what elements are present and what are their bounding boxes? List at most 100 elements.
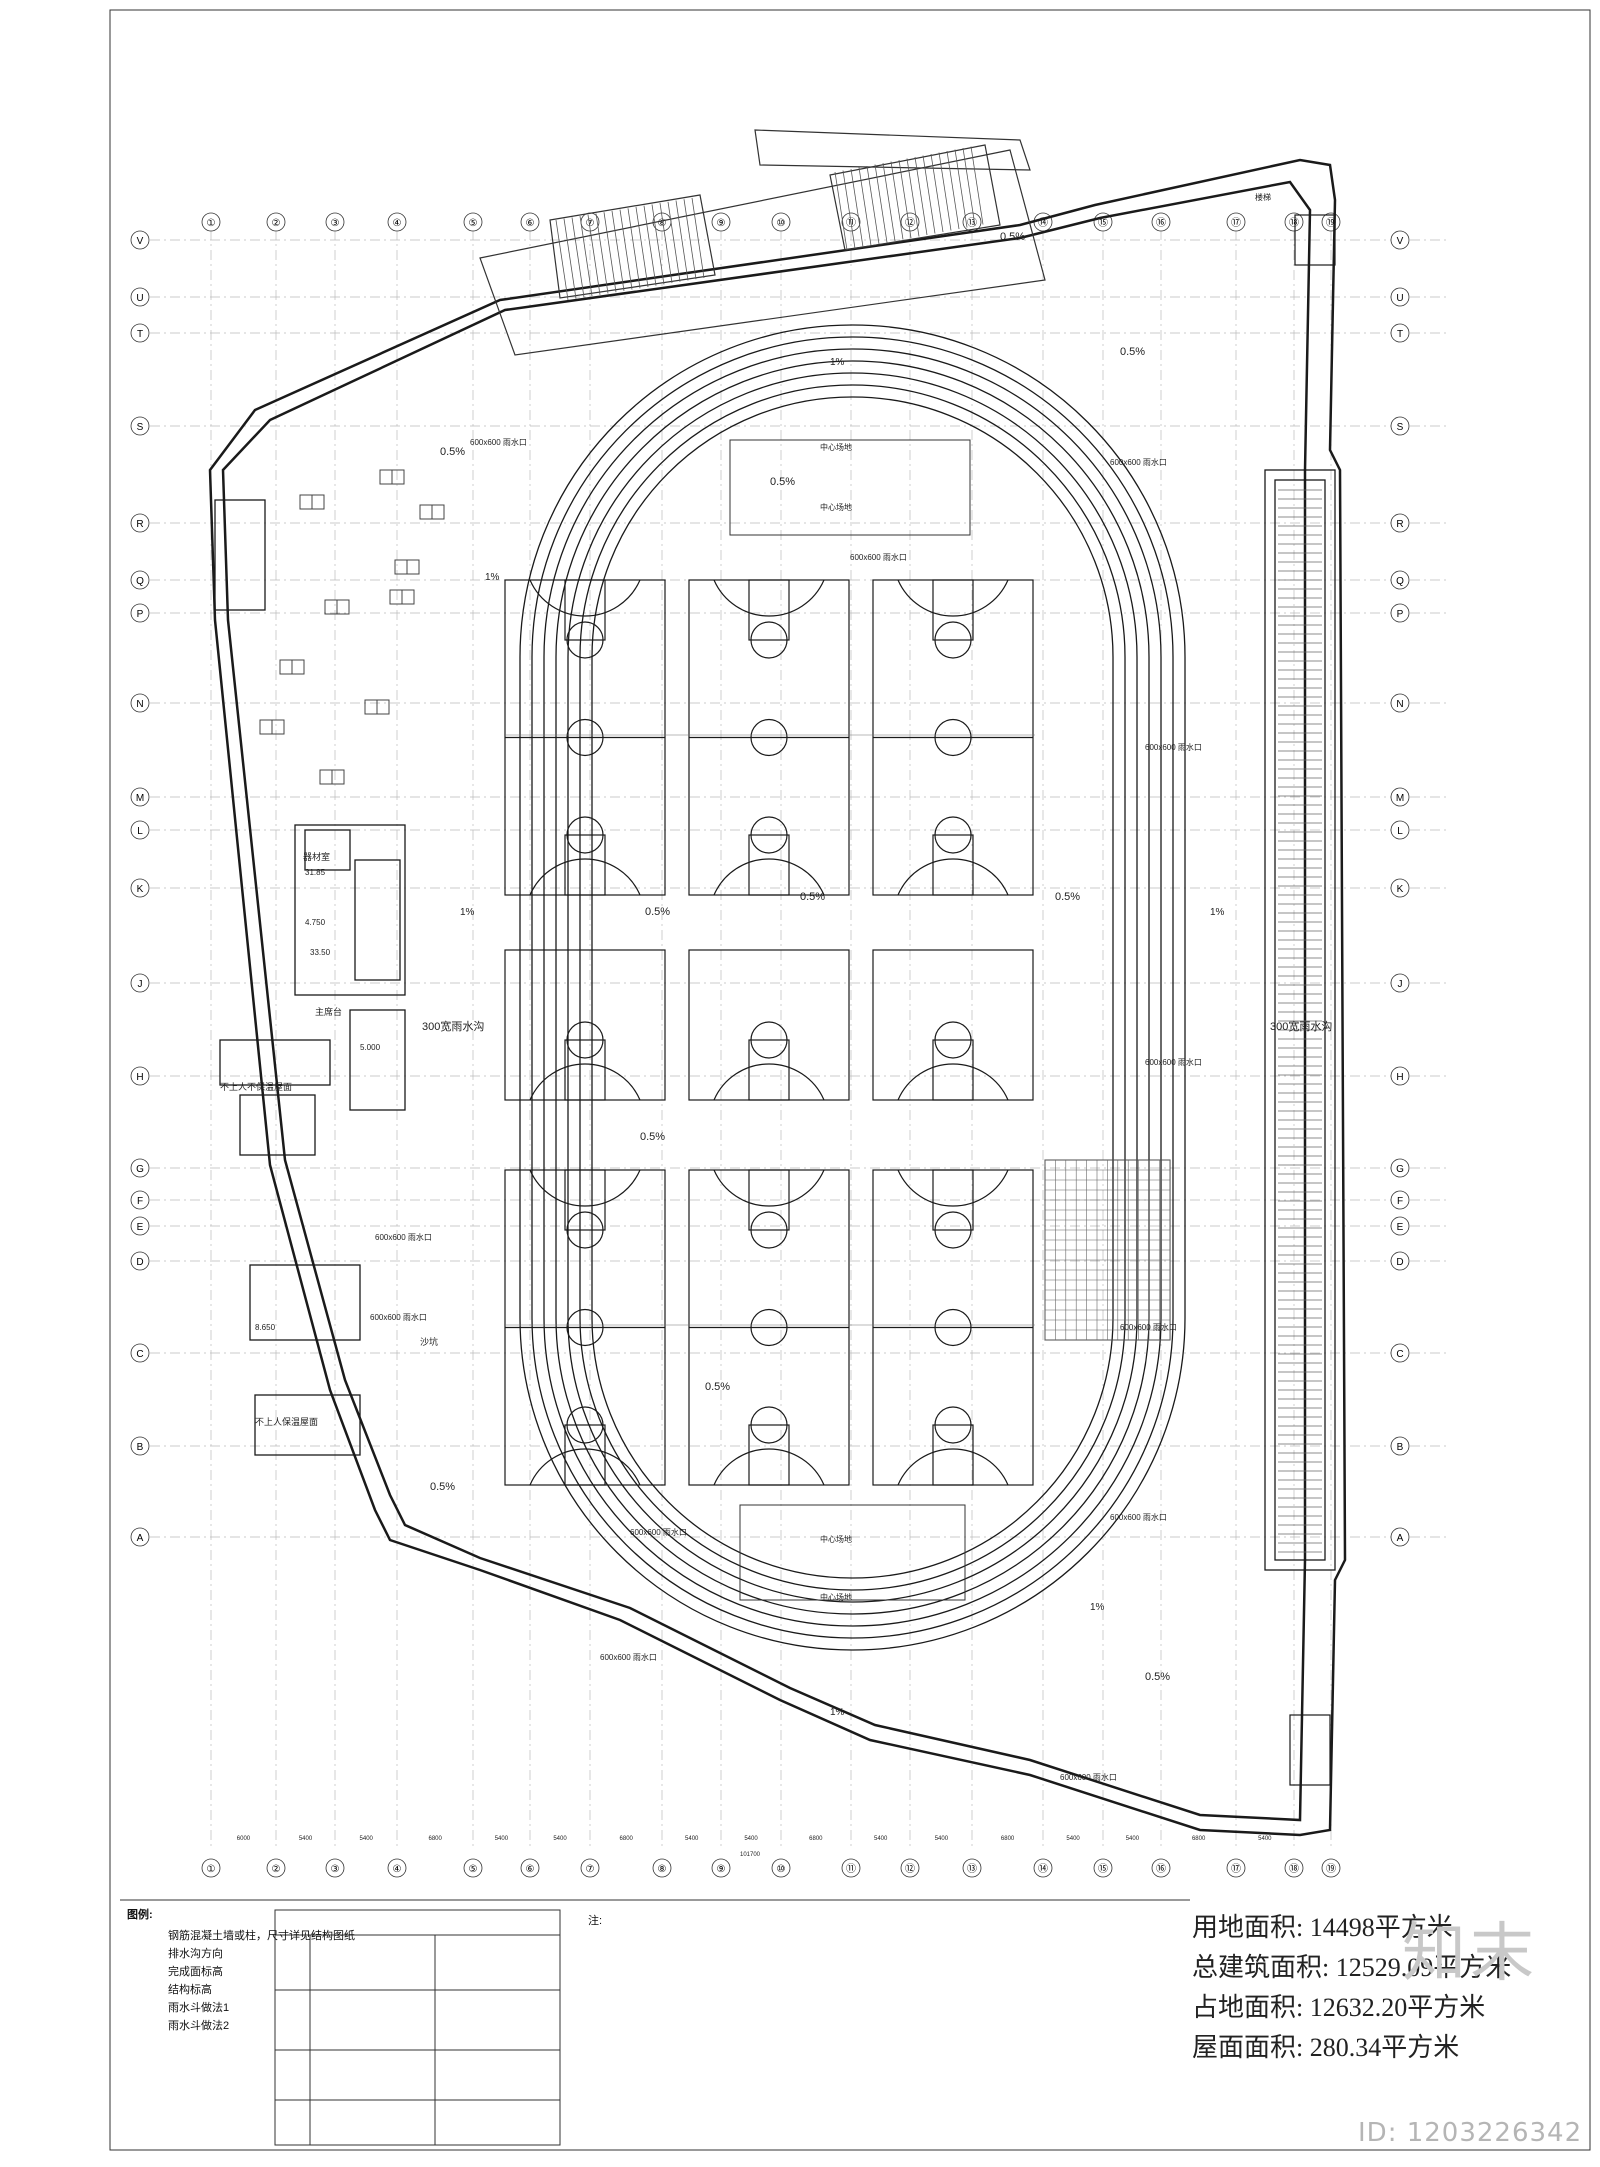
row-axis-label: B xyxy=(137,1442,144,1453)
column-axis-label: ⑲ xyxy=(1326,217,1336,229)
site-area: 用地面积: 14498平方米 xyxy=(1192,1913,1453,1942)
plan-label: 300宽雨水沟 xyxy=(1270,1019,1332,1033)
stand-seating-hatch xyxy=(555,146,984,301)
plan-label: 600x600 雨水口 xyxy=(1060,1772,1117,1782)
plan-label: 600x600 雨水口 xyxy=(630,1527,687,1537)
row-axis-label: V xyxy=(1397,236,1404,247)
column-axis-label: ⑮ xyxy=(1098,217,1108,229)
plan-label: 600x600 雨水口 xyxy=(600,1652,657,1662)
row-axis-label: U xyxy=(136,293,143,304)
dimension-value: 5400 xyxy=(495,1836,509,1842)
dimension-value: 6800 xyxy=(1001,1836,1015,1842)
plan-label: 600x600 雨水口 xyxy=(375,1232,432,1242)
dimension-value: 6800 xyxy=(620,1836,634,1842)
court-outline xyxy=(872,949,1034,1101)
north-stands xyxy=(479,129,1046,356)
column-axis-label: ⑬ xyxy=(967,217,977,229)
dimension-value: 5400 xyxy=(1126,1836,1140,1842)
column-axis-label: ② xyxy=(272,218,281,229)
plan-label: 中心场地 xyxy=(820,1592,852,1602)
column-axis-label: ⑯ xyxy=(1156,1863,1166,1875)
row-axis-label: Q xyxy=(1396,576,1404,587)
dimension-value: 6000 xyxy=(237,1836,251,1842)
brand-id: ID: 1203226342 xyxy=(1358,2118,1583,2148)
row-axis-label: G xyxy=(136,1164,144,1175)
plan-label: 0.5% xyxy=(645,906,670,918)
plan-label: 1% xyxy=(485,572,500,583)
plan-label: 0.5% xyxy=(1000,231,1025,243)
plan-label: 5.000 xyxy=(360,1043,381,1052)
axis-bubbles: ①①②②③③④④⑤⑤⑥⑥⑦⑦⑧⑧⑨⑨⑩⑩⑪⑪⑫⑫⑬⑬⑭⑭⑮⑮⑯⑯⑰⑰⑱⑱⑲⑲VV… xyxy=(130,212,1410,1878)
plan-label: 1% xyxy=(830,357,845,368)
plan-label: 1% xyxy=(1210,907,1225,918)
column-axis-label: ③ xyxy=(331,218,340,229)
row-axis-label: J xyxy=(138,979,143,990)
plan-label: 300宽雨水沟 xyxy=(422,1019,484,1033)
column-axis-label: ⑩ xyxy=(777,1864,786,1875)
plan-label: 中心场地 xyxy=(820,442,852,452)
row-axis-label: C xyxy=(1396,1349,1403,1360)
corner-stairs xyxy=(1289,214,1336,1786)
west-tables xyxy=(259,469,445,785)
east-stand-seating xyxy=(1278,489,1322,1553)
column-axis-label: ⑥ xyxy=(526,218,535,229)
row-axis-label: M xyxy=(1396,793,1404,804)
plan-label: 600x600 雨水口 xyxy=(1120,1322,1177,1332)
row-axis-label: B xyxy=(1397,1442,1404,1453)
row-axis-label: N xyxy=(136,699,143,710)
row-axis-label: L xyxy=(137,826,143,837)
row-axis-label: P xyxy=(137,609,144,620)
dimension-value: 5400 xyxy=(360,1836,374,1842)
column-axis-label: ⑫ xyxy=(905,217,915,229)
column-axis-label: ⑱ xyxy=(1289,1863,1299,1875)
row-axis-label: E xyxy=(1397,1222,1404,1233)
plan-label: 600x600 雨水口 xyxy=(1145,742,1202,752)
plan-label: 主席台 xyxy=(315,1006,342,1017)
column-axis-label: ⑫ xyxy=(905,1863,915,1875)
dimension-value: 6800 xyxy=(1192,1836,1206,1842)
building-outline xyxy=(208,158,1347,1837)
plan-label: 4.750 xyxy=(305,918,326,927)
plan-labels: 0.5%0.5%0.5%0.5%0.5%0.5%0.5%0.5%0.5%0.5%… xyxy=(220,192,1332,1782)
court-outline xyxy=(688,949,850,1101)
column-axis-label: ⑦ xyxy=(586,218,595,229)
column-axis-label: ⑧ xyxy=(658,1864,667,1875)
legend-item: 完成面标高 xyxy=(168,1966,223,1978)
legend-item: 雨水斗做法2 xyxy=(168,2020,230,2032)
column-axis-label: ② xyxy=(272,1864,281,1875)
dimension-value: 5400 xyxy=(1258,1836,1272,1842)
footprint-area: 占地面积: 12632.20平方米 xyxy=(1192,1993,1486,2022)
column-axis-label: ⑭ xyxy=(1038,217,1048,229)
plan-label: 31.85 xyxy=(305,868,326,877)
column-axis-label: ⑲ xyxy=(1326,1863,1336,1875)
column-axis-label: ⑱ xyxy=(1289,217,1299,229)
plan-label: 不上人保温屋面 xyxy=(255,1416,318,1427)
row-axis-label: U xyxy=(1396,293,1403,304)
plan-label: 0.5% xyxy=(1120,346,1145,358)
notes-title: 注: xyxy=(588,1915,603,1927)
plan-label: 8.650 xyxy=(255,1323,276,1332)
row-axis-label: F xyxy=(1397,1196,1403,1207)
dimension-value: 6800 xyxy=(809,1836,823,1842)
column-axis-label: ① xyxy=(207,1864,216,1875)
row-axis-label: H xyxy=(1396,1072,1403,1083)
plan-label: 600x600 雨水口 xyxy=(1110,457,1167,467)
plan-label: 0.5% xyxy=(770,476,795,488)
column-axis-label: ⑤ xyxy=(469,218,478,229)
column-axis-label: ⑮ xyxy=(1098,1863,1108,1875)
column-axis-label: ④ xyxy=(393,218,402,229)
legend-item: 钢筋混凝土墙或柱，尺寸详见结构图纸 xyxy=(168,1930,355,1942)
row-axis-label: L xyxy=(1397,826,1403,837)
east-stand xyxy=(1264,469,1336,1571)
legend-title: 图例: xyxy=(127,1909,153,1921)
plan-label: 不上人不保温屋面 xyxy=(220,1081,292,1092)
row-axis-label: D xyxy=(136,1257,143,1268)
plan-label: 0.5% xyxy=(1145,1671,1170,1683)
plan-label: 1% xyxy=(1090,1602,1105,1613)
column-axis-label: ⑨ xyxy=(717,1864,726,1875)
row-axis-label: S xyxy=(137,422,144,433)
column-axis-label: ⑰ xyxy=(1231,217,1241,229)
plan-label: 0.5% xyxy=(640,1131,665,1143)
